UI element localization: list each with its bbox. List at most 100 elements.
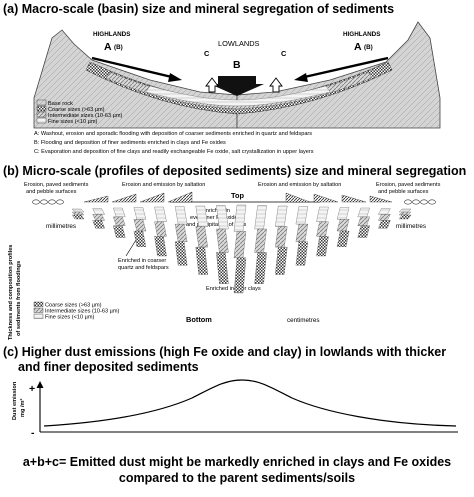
- profile-column-layer: [154, 206, 167, 222]
- fe-label-line-1: Enriched in: [202, 208, 230, 214]
- fine-layer: [145, 85, 331, 107]
- basin-cross-section: [33, 21, 441, 129]
- fe-label-line-2: even finer Fe oxides: [190, 215, 241, 221]
- note-c: C: Evaporation and deposition of fine cl…: [34, 149, 314, 155]
- conclusion-line-2: compared to the parent sediments/soils: [119, 471, 355, 485]
- note-b: B: Flooding and deposition of finer sedi…: [34, 140, 226, 146]
- up-arrow-c-right: [269, 77, 283, 93]
- profile-column-layer: [316, 206, 329, 222]
- a-right-label: A: [354, 41, 362, 53]
- profile-column-layer: [254, 205, 267, 230]
- profile-column-layer: [275, 226, 288, 248]
- c-right-label: C: [281, 49, 287, 58]
- panel-c-title-1: (c) Higher dust emissions (high Fe oxide…: [3, 345, 446, 359]
- finer-clays-label: Enriched in finer clays: [206, 286, 261, 292]
- profile-column-layer: [233, 231, 247, 258]
- lowlands-label: LOWLANDS: [218, 39, 260, 48]
- erosion-left-line-2: and pebble surfaces: [26, 189, 77, 195]
- profile-column-layer: [195, 246, 208, 275]
- profile-column-layer: [113, 225, 126, 238]
- profile-column-layer: [378, 214, 391, 221]
- profile-column-layer: [233, 257, 247, 294]
- profile-column-layer: [357, 216, 370, 226]
- dust-emission-curve: [43, 379, 457, 427]
- legend-a-coarse: Coarse sizes (>63 µm): [48, 107, 105, 113]
- millimetres-right-label: millimetres: [396, 223, 426, 230]
- erosion-left-line-1: Erosion, paved sediments: [24, 182, 89, 188]
- down-arrow-b: [210, 76, 264, 96]
- profile-column-layer: [316, 236, 329, 257]
- profile-column-layer: [113, 216, 126, 226]
- profile-column-layer: [216, 228, 229, 253]
- profile-column-layer: [336, 230, 350, 247]
- panel-a-title: (a) Macro-scale (basin) size and mineral…: [3, 2, 394, 16]
- saltation-left-label: Erosion and emission by saltation: [122, 182, 205, 188]
- panel-c-ylabel-1: Dust emission: [12, 381, 18, 420]
- highlands-left-label: HIGHLANDS: [93, 31, 130, 38]
- legend-a-fine: Fine sizes (<10 µm): [48, 119, 98, 125]
- profile-column-layer: [92, 220, 105, 229]
- bottom-label: Bottom: [186, 315, 212, 324]
- profile-column-layer: [378, 220, 391, 229]
- panel-c-ylabel-2: mg /m²: [19, 399, 26, 417]
- profile-column-layer: [357, 225, 370, 238]
- b-left-label: (B): [114, 44, 123, 51]
- pebble-circles-left: [32, 199, 64, 205]
- b-right-label: (B): [364, 44, 373, 51]
- profile-column-layer: [195, 226, 208, 248]
- conclusion-line-1: a+b+c= Emitted dust might be markedly en…: [23, 455, 451, 469]
- profile-column-layer: [336, 219, 350, 232]
- profile-column-layer: [133, 207, 147, 220]
- legend-b-fine: Fine sizes (<10 µm): [45, 315, 95, 321]
- legend-b-coarse: Coarse sizes (>63 µm): [45, 303, 102, 309]
- profile-column-layer: [275, 205, 288, 227]
- erosion-right-line-1: Erosion, paved sediments: [376, 182, 441, 188]
- panel-c-title-2: and finer deposited sediments: [18, 360, 199, 374]
- profile-column-layer: [398, 208, 412, 213]
- profile-column-layer: [254, 228, 267, 253]
- panel-b-title: (b) Micro-scale (profiles of deposited s…: [3, 164, 466, 178]
- saltation-wedges: [83, 191, 393, 203]
- profile-column-layer: [295, 223, 309, 242]
- coarse-label-line-2: quartz and feldspars: [118, 265, 169, 271]
- millimetres-left-label: millimetres: [46, 223, 76, 230]
- profile-column-layer: [398, 211, 412, 216]
- profile-column-layer: [295, 241, 309, 266]
- profile-column-layer: [254, 252, 267, 284]
- legend-a-rock: Base rock: [48, 101, 73, 107]
- profile-column-layer: [216, 205, 229, 230]
- c-left-label: C: [204, 49, 210, 58]
- profile-column-layer: [133, 219, 147, 232]
- up-arrow-c-left: [205, 77, 219, 93]
- profile-column-layer: [92, 208, 105, 215]
- highlands-right-label: HIGHLANDS: [343, 31, 380, 38]
- axis-plus: +: [29, 383, 35, 395]
- a-left-label: A: [104, 41, 112, 53]
- coarse-label-line-1: Enriched in coarser: [118, 258, 166, 264]
- coarse-pointer: [125, 239, 137, 257]
- note-a: A: Washout, erosion and sporadic floodin…: [34, 131, 312, 137]
- centimetres-label: centimetres: [287, 317, 320, 324]
- right-mountain: [236, 21, 441, 129]
- profile-column-layer: [71, 208, 85, 213]
- profile-column-layer: [216, 252, 229, 284]
- fe-label-line-3: and precipitation of salts: [186, 222, 247, 228]
- profile-column-layer: [357, 207, 370, 217]
- panel-a-legend: Base rock Coarse sizes (>63 µm) Intermed…: [36, 99, 123, 125]
- panel-b-ylabel-2: of sediments from floodings: [16, 261, 22, 336]
- flood-arrow-right: [299, 56, 389, 80]
- panel-b-ylabel-1: Thickness and composition profiles: [8, 245, 14, 340]
- profile-column-layer: [378, 208, 391, 215]
- erosion-right-line-2: and pebble surfaces: [378, 189, 429, 195]
- profile-column-layer: [174, 223, 188, 242]
- panel-b-legend: Coarse sizes (>63 µm) Intermediate sizes…: [33, 301, 120, 321]
- flood-arrow-left: [91, 56, 177, 80]
- profile-column-layer: [174, 206, 188, 225]
- axis-minus: -: [31, 427, 35, 439]
- profile-column-layer: [174, 241, 188, 266]
- profile-column-layer: [398, 214, 412, 220]
- saltation-right-label: Erosion and emission by saltation: [258, 182, 341, 188]
- profile-column-layer: [133, 230, 147, 247]
- legend-a-intermediate: Intermediate sizes (10-63 µm): [48, 113, 123, 119]
- profile-column-layer: [154, 236, 167, 257]
